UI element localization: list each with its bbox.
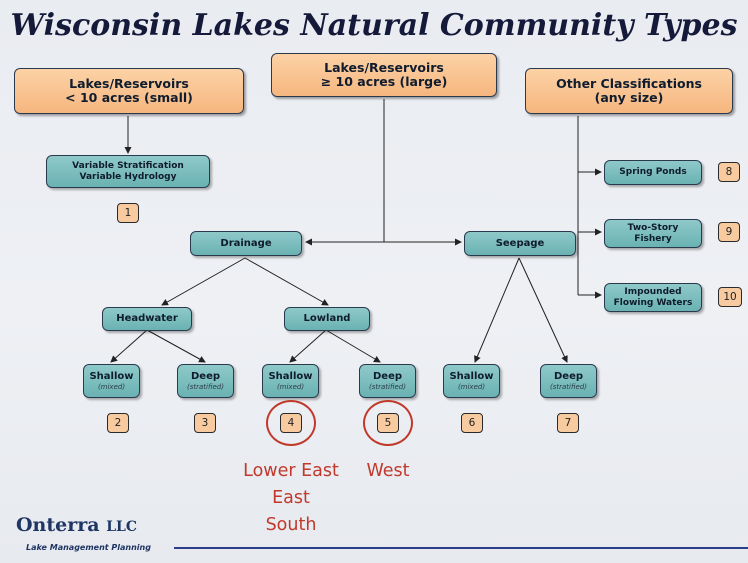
highlight-circle-4 [266, 400, 316, 446]
box-two-story-line1: Two-Story [627, 223, 679, 234]
box-other-classifications: Other Classifications (any size) [525, 68, 733, 114]
box-seepage: Seepage [464, 231, 576, 256]
annotation-south: South [265, 515, 317, 535]
number-badge-8: 8 [718, 162, 740, 182]
box-spring-ponds-label: Spring Ponds [619, 167, 687, 178]
number-badge-9: 9 [718, 222, 740, 242]
arrow-to-seepage-deep [518, 257, 568, 363]
logo-tagline: Lake Management Planning [26, 543, 151, 552]
arrow-to-headwater-shallow [110, 329, 148, 363]
arrow-to-lowland-shallow [289, 329, 327, 363]
box-variable-line2: Variable Hydrology [79, 171, 177, 182]
arrow-to-lowland [244, 257, 329, 306]
arrow-to-headwater [161, 257, 246, 306]
arrow-to-seepage-shallow [474, 257, 520, 363]
leaf-label: Shallow [268, 371, 313, 383]
box-other-line2: (any size) [594, 90, 664, 105]
number-badge-3: 3 [194, 413, 216, 433]
box-impounded-line2: Flowing Waters [613, 297, 693, 308]
box-lowland-deep: Deep (stratified) [359, 364, 416, 398]
box-lowland: Lowland [284, 307, 370, 331]
box-lakes-small-line2: < 10 acres (small) [65, 90, 193, 105]
box-lowland-shallow: Shallow (mixed) [262, 364, 319, 398]
logo-name: Onterra [16, 514, 100, 536]
box-lakes-large-line1: Lakes/Reservoirs [324, 59, 444, 75]
box-drainage: Drainage [190, 231, 302, 256]
box-seepage-shallow: Shallow (mixed) [443, 364, 500, 398]
footer-rule [174, 547, 748, 549]
box-lakes-small: Lakes/Reservoirs < 10 acres (small) [14, 68, 244, 114]
number-badge-2: 2 [107, 413, 129, 433]
leaf-sublabel: (stratified) [550, 382, 587, 391]
box-variable-line1: Variable Stratification [72, 161, 184, 172]
arrow-to-lowland-deep [325, 329, 381, 363]
leaf-label: Deep [553, 371, 584, 383]
box-variable-stratification: Variable Stratification Variable Hydrolo… [46, 155, 210, 188]
onterra-logo: Onterra LLC [16, 514, 137, 536]
box-headwater: Headwater [102, 307, 192, 331]
annotation-west: West [366, 461, 410, 481]
box-impounded-flowing-waters: Impounded Flowing Waters [604, 283, 702, 312]
box-headwater-shallow: Shallow (mixed) [83, 364, 140, 398]
box-lakes-large-line2: ≥ 10 acres (large) [320, 74, 448, 89]
leaf-sublabel: (stratified) [369, 382, 406, 391]
leaf-sublabel: (mixed) [97, 382, 126, 391]
box-headwater-deep: Deep (stratified) [177, 364, 234, 398]
arrow-to-headwater-deep [146, 329, 206, 363]
box-seepage-deep: Deep (stratified) [540, 364, 597, 398]
box-spring-ponds: Spring Ponds [604, 160, 702, 185]
leaf-sublabel: (mixed) [276, 382, 305, 391]
box-other-line1: Other Classifications [556, 75, 702, 91]
highlight-circle-5 [363, 400, 413, 446]
annotation-east: East [272, 488, 310, 508]
leaf-label: Shallow [89, 371, 134, 383]
box-two-story-fishery: Two-Story Fishery [604, 219, 702, 248]
slide-title: Wisconsin Lakes Natural Community Types [10, 8, 738, 43]
box-lakes-large: Lakes/Reservoirs ≥ 10 acres (large) [271, 53, 497, 97]
annotation-lower-east: Lower East [243, 461, 339, 481]
leaf-label: Shallow [449, 371, 494, 383]
number-badge-1: 1 [117, 203, 139, 223]
number-badge-6: 6 [461, 413, 483, 433]
logo-suffix: LLC [106, 519, 138, 535]
box-two-story-line2: Fishery [634, 233, 672, 244]
leaf-sublabel: (mixed) [457, 382, 486, 391]
number-badge-10: 10 [718, 287, 742, 307]
leaf-label: Deep [190, 371, 221, 383]
box-lakes-small-line1: Lakes/Reservoirs [69, 75, 189, 91]
leaf-sublabel: (stratified) [187, 382, 224, 391]
leaf-label: Deep [372, 371, 403, 383]
number-badge-7: 7 [557, 413, 579, 433]
box-impounded-line1: Impounded [624, 287, 682, 298]
